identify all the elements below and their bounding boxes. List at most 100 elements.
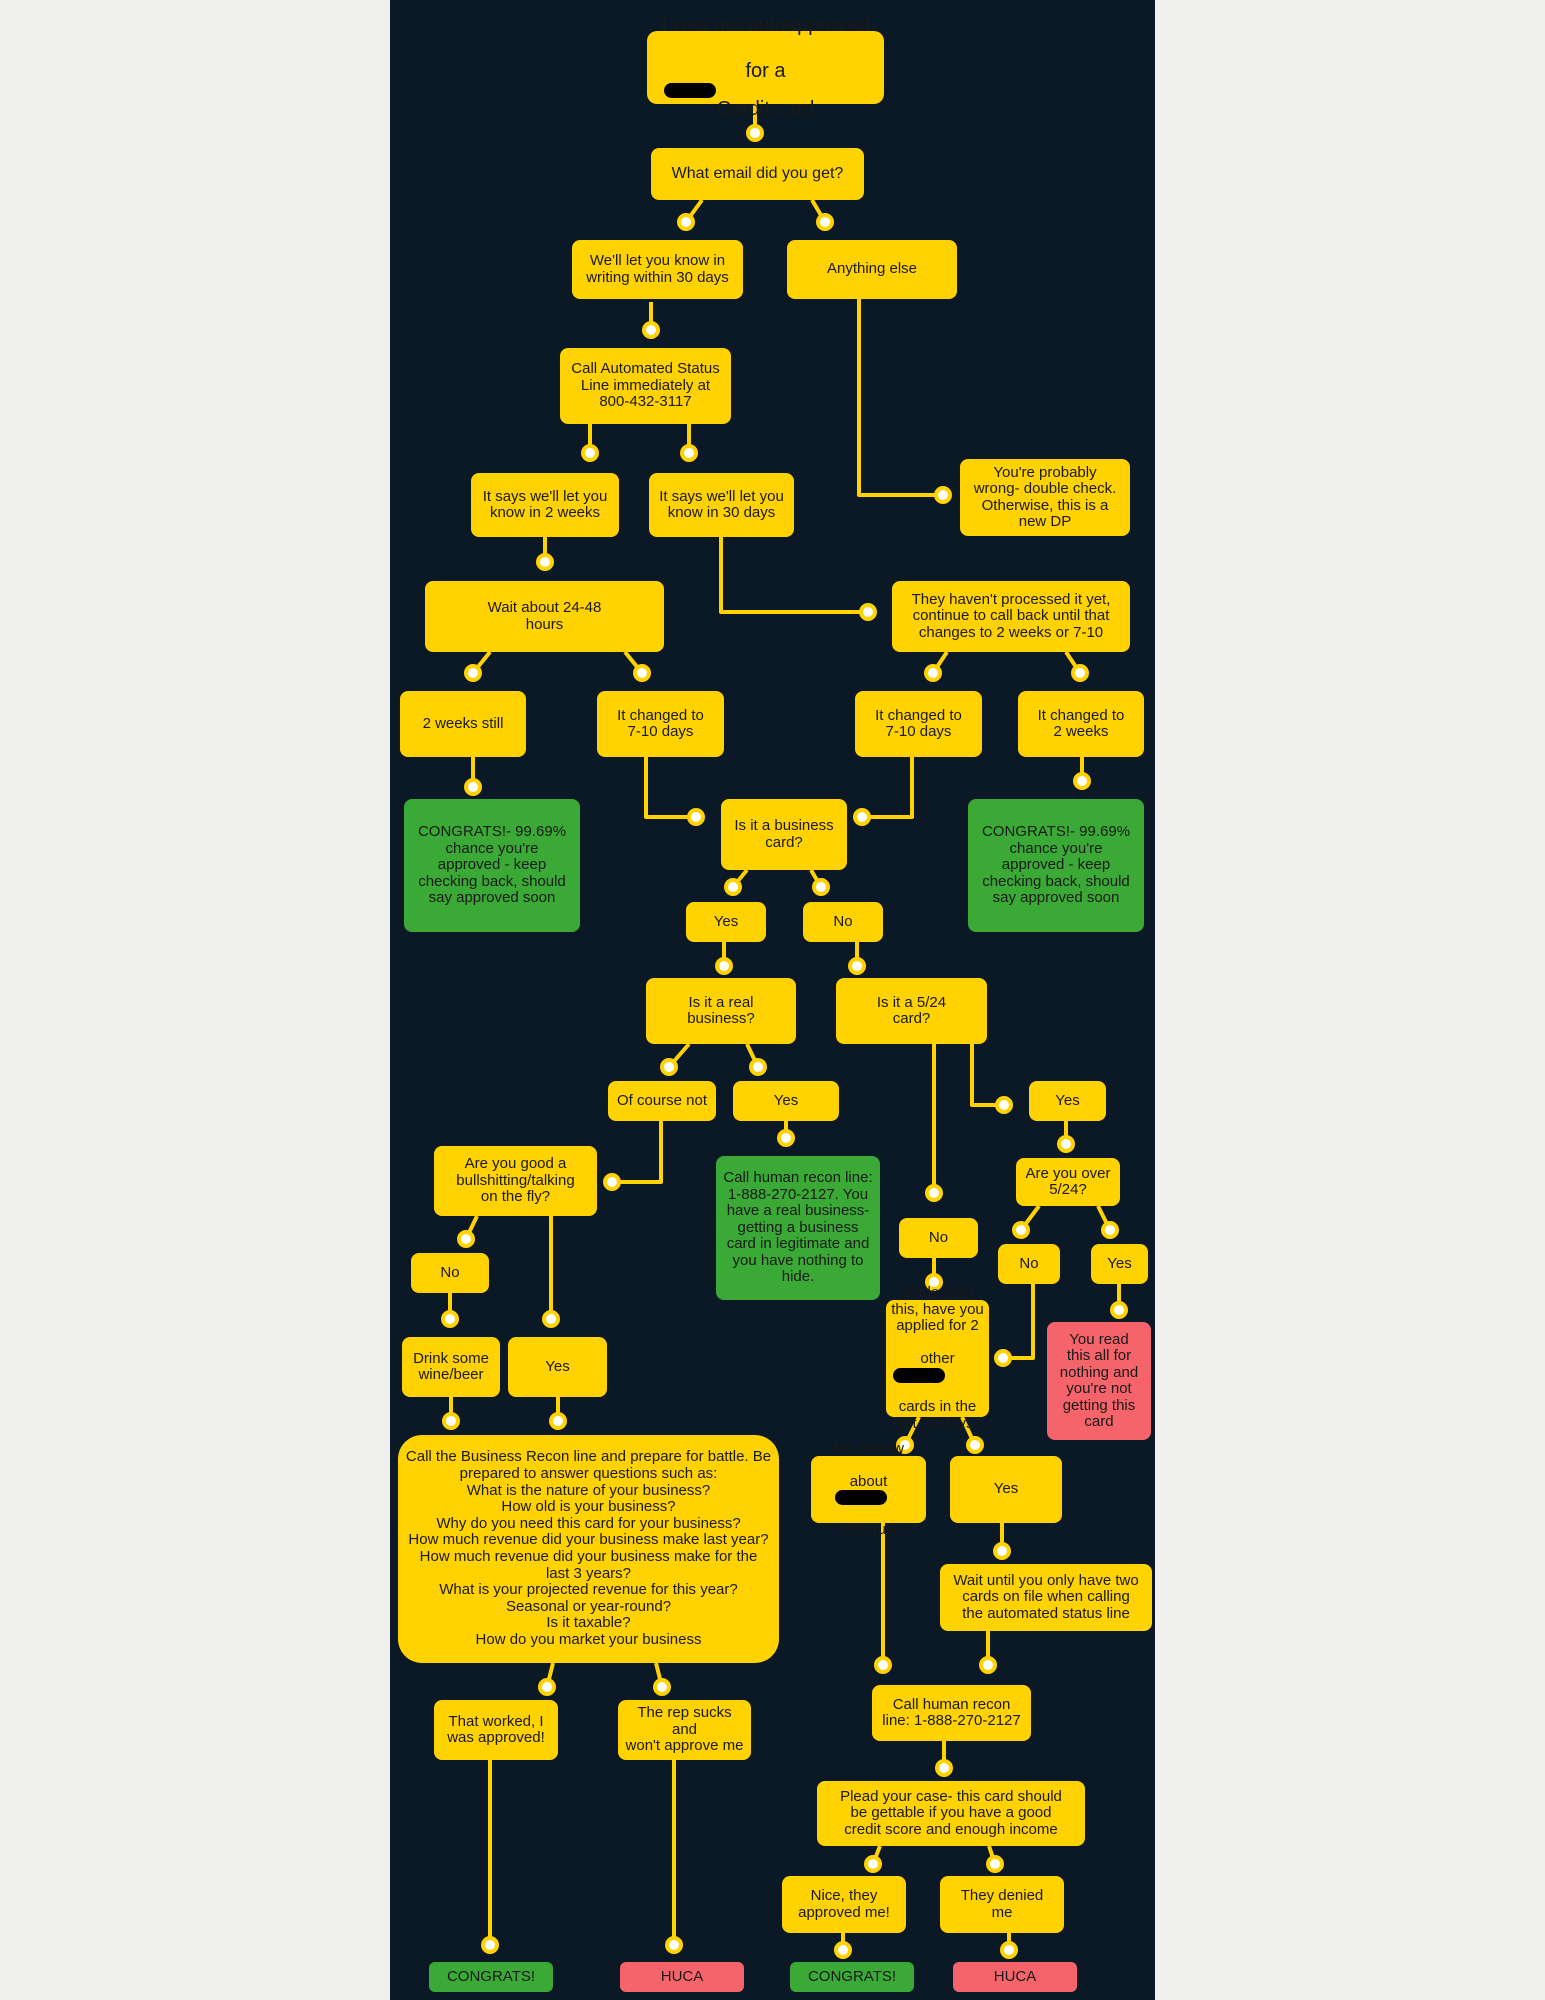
connector-dot xyxy=(538,1678,556,1696)
node-probably-wrong: You're probably wrong- double check. Oth… xyxy=(960,459,1130,536)
node-wait-24-48: Wait about 24-48 hours xyxy=(425,581,664,652)
connector-dot xyxy=(853,808,871,826)
connector-line xyxy=(644,757,696,819)
connector-dot xyxy=(896,1436,914,1454)
connector-dot xyxy=(441,1310,459,1328)
node-over-524: Are you over 5/24? xyxy=(1016,1158,1120,1206)
redacted-mark xyxy=(663,83,716,98)
connector-dot xyxy=(715,957,733,975)
node-business-yes: Yes xyxy=(686,902,766,942)
node-wait-two-cards: Wait until you only have two cards on fi… xyxy=(940,1564,1152,1631)
node-congrats-right: CONGRATS!- 99.69% chance you're approved… xyxy=(968,799,1144,932)
connector-dot xyxy=(874,1656,892,1674)
node-plead-case: Plead your case- this card should be get… xyxy=(817,1781,1085,1846)
connector-dot xyxy=(457,1230,475,1248)
node-drink: Drink some wine/beer xyxy=(402,1337,500,1397)
node-aside-applied: Aside from this, have you applied for 2 … xyxy=(886,1284,989,1431)
node-they-denied: They denied me xyxy=(940,1876,1064,1933)
node-that-worked: That worked, I was approved! xyxy=(434,1700,558,1760)
node-end-huca-1: HUCA xyxy=(620,1962,744,1992)
connector-dot xyxy=(581,444,599,462)
node-rep-sucks: The rep sucks and won't approve me xyxy=(618,1700,751,1760)
node-over-yes: Yes xyxy=(1091,1244,1148,1284)
connector-dot xyxy=(994,1349,1012,1367)
connector-dot xyxy=(660,1058,678,1076)
node-call-human-recon-2: Call human recon line: 1-888-270-2127 xyxy=(872,1685,1031,1741)
connector-dot xyxy=(749,1058,767,1076)
connector-dot xyxy=(677,213,695,231)
connector-dot xyxy=(464,778,482,796)
connector-dot xyxy=(979,1656,997,1674)
connector-dot xyxy=(542,1310,560,1328)
connector-dot xyxy=(642,321,660,339)
connector-dot xyxy=(816,213,834,231)
connector-dot xyxy=(746,124,764,142)
node-what-email: What email did you get? xyxy=(651,148,864,200)
node-business-recon: Call the Business Recon line and prepare… xyxy=(398,1435,779,1663)
connector-dot xyxy=(864,1855,882,1873)
node-end-congrats-2: CONGRATS! xyxy=(790,1962,914,1992)
connector-dot xyxy=(653,1678,671,1696)
node-call-human-recon-green: Call human recon line: 1-888-270-2127. Y… xyxy=(716,1156,880,1300)
node-business-no: No xyxy=(803,902,883,942)
node-anything-else: Anything else xyxy=(787,240,957,299)
node-is-524-card: Is it a 5/24 card? xyxy=(836,978,987,1044)
node-no-i-know: No. I know about 2/30 rule xyxy=(811,1440,926,1537)
connector-dot xyxy=(633,664,651,682)
node-changed-2-weeks: It changed to 2 weeks xyxy=(1018,691,1144,757)
node-changed-7-10-left: It changed to 7-10 days xyxy=(597,691,724,757)
node-nice-approved: Nice, they approved me! xyxy=(782,1876,906,1933)
connector-dot xyxy=(834,1941,852,1959)
node-of-course-not: Of course not xyxy=(608,1081,716,1121)
connector-dot xyxy=(680,444,698,462)
node-bs-no: No xyxy=(411,1253,489,1293)
connector-dot xyxy=(1101,1221,1119,1239)
node-30-days-email: We'll let you know in writing within 30 … xyxy=(572,240,743,299)
connector-dot xyxy=(1012,1221,1030,1239)
connector-dot xyxy=(925,1184,943,1202)
connector-dot xyxy=(812,878,830,896)
connector-dot xyxy=(1073,772,1091,790)
connector-dot xyxy=(1057,1135,1075,1153)
connector-dot xyxy=(603,1173,621,1191)
start-line1: I was not autoapproved xyxy=(661,14,870,36)
connector-dot xyxy=(848,957,866,975)
connector-dot xyxy=(724,878,742,896)
connector-dot xyxy=(481,1936,499,1954)
connector-dot xyxy=(1110,1301,1128,1319)
connector-line xyxy=(612,1121,663,1184)
connector-line xyxy=(862,757,914,819)
connector-dot xyxy=(687,808,705,826)
node-is-real-business: Is it a real business? xyxy=(646,978,796,1044)
connector-dot xyxy=(859,603,877,621)
connector-dot xyxy=(993,1542,1011,1560)
node-bs-yes: Yes xyxy=(508,1337,607,1397)
connector-dot xyxy=(925,1273,943,1291)
node-read-for-nothing: You read this all for nothing and you're… xyxy=(1047,1322,1151,1440)
connector-line xyxy=(857,299,943,497)
node-good-bullshitting: Are you good a bullshitting/talking on t… xyxy=(434,1146,597,1216)
connector-dot xyxy=(935,1759,953,1777)
node-applied-yes: Yes xyxy=(950,1456,1062,1523)
connector-dot xyxy=(549,1412,567,1430)
redacted-mark xyxy=(893,1367,946,1383)
node-end-congrats-1: CONGRATS! xyxy=(429,1962,553,1992)
node-real-business-yes: Yes xyxy=(733,1081,839,1121)
connector-dot xyxy=(986,1855,1004,1873)
connector-dot xyxy=(442,1412,460,1430)
connector-dot xyxy=(464,664,482,682)
connector-dot xyxy=(536,553,554,571)
node-524-no: No xyxy=(899,1218,978,1258)
redacted-mark xyxy=(835,1490,888,1506)
node-524-yes: Yes xyxy=(1029,1081,1106,1121)
node-over-no: No xyxy=(998,1244,1060,1284)
node-says-2-weeks: It says we'll let you know in 2 weeks xyxy=(471,473,619,537)
connector-dot xyxy=(924,664,942,682)
connector-dot xyxy=(995,1096,1013,1114)
connector-dot xyxy=(777,1129,795,1147)
connector-line xyxy=(719,537,868,614)
connector-line xyxy=(970,1044,1004,1107)
node-changed-7-10-right: It changed to 7-10 days xyxy=(855,691,982,757)
